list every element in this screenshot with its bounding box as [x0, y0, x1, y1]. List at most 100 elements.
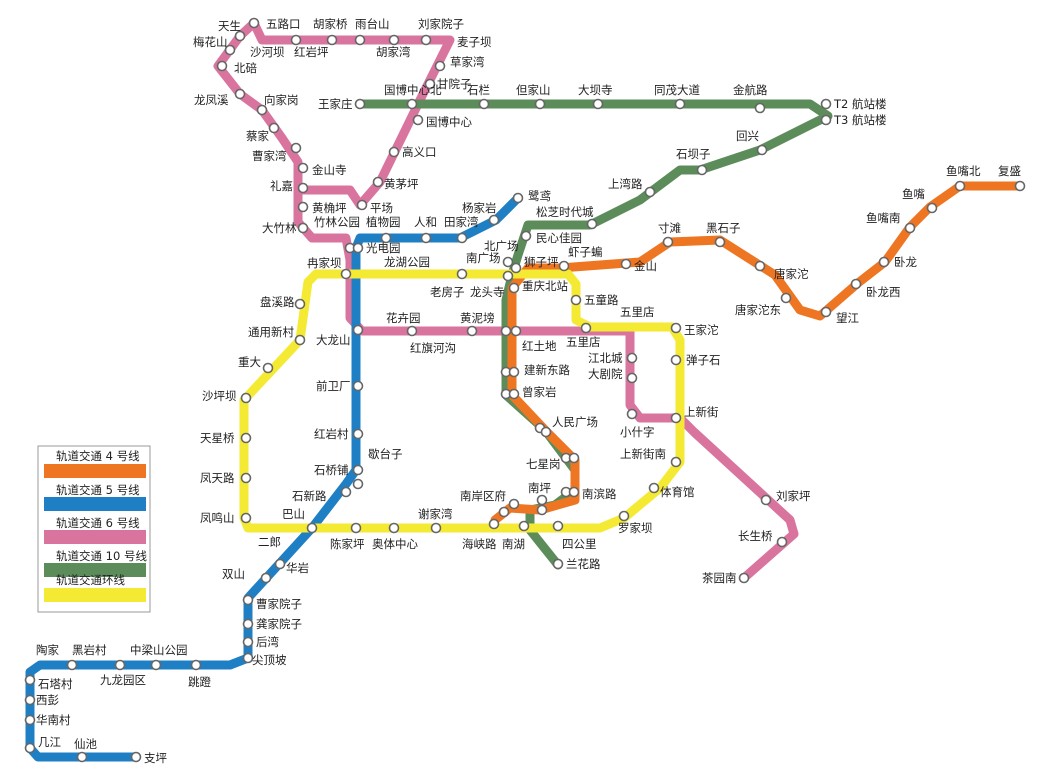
station-label: 石塔村	[38, 677, 73, 691]
station-label: 长生桥	[738, 529, 773, 543]
station-label: 陈家坪	[330, 537, 365, 551]
station-label: 江北城	[588, 351, 623, 365]
station-label: 上新街	[684, 405, 719, 419]
station-label: 仙池	[74, 737, 97, 751]
station-label: 鹭鸢	[528, 189, 551, 203]
station-label: 石栏	[467, 83, 490, 97]
line4-path	[490, 181, 1025, 525]
station-label: 重大	[238, 355, 261, 369]
station-label: 龙湖公园	[384, 255, 430, 269]
station-label: 民心佳园	[536, 231, 582, 245]
station-label: 体育馆	[660, 485, 695, 499]
station-label: 石新路	[292, 489, 327, 503]
station-label: 人和	[414, 215, 437, 229]
station-label: 罗家坝	[618, 521, 653, 535]
station-label: 九龙园区	[100, 673, 146, 687]
station-label: 沙河坝	[250, 45, 285, 59]
station-label: 北碚	[234, 61, 257, 75]
station-label: 冉家坝	[307, 256, 342, 270]
line6-path	[213, 18, 799, 583]
station-label: 凤鸣山	[200, 511, 235, 525]
loop-line-path	[239, 269, 685, 533]
station-label: 上湾路	[608, 177, 643, 191]
station-label: 黄茅坪	[384, 177, 419, 191]
station-label: 甘院子	[437, 77, 472, 91]
station-label: 黑岩村	[72, 643, 107, 657]
station-label: 竹林公园	[314, 215, 360, 229]
station-label: 重庆北站	[522, 279, 568, 293]
station-label: 松芝时代城	[536, 205, 594, 219]
station-label: 黑石子	[706, 221, 741, 235]
station-label: 歇台子	[368, 447, 403, 461]
station-label: 弹子石	[686, 353, 721, 367]
station-label: 五里店	[566, 335, 601, 349]
station-label: 金山寺	[312, 163, 347, 177]
station-label: 几江	[38, 735, 61, 749]
station-label: 小什字	[620, 425, 655, 439]
station-label: 杨家岩	[462, 201, 497, 215]
station-label: 双山	[222, 567, 245, 581]
station-label: 大竹林	[262, 221, 297, 235]
station-label: 南广场	[466, 251, 501, 265]
station-label: 红岩坪	[294, 45, 329, 59]
station-label: 兰花路	[566, 557, 601, 571]
legend-swatch-line4	[44, 464, 146, 478]
legend-swatch-loop	[44, 588, 146, 602]
station-markers	[24, 17, 1026, 763]
station-label: 大剧院	[588, 367, 623, 381]
station-label: 鱼嘴南	[866, 211, 901, 225]
station-label: 四公里	[562, 537, 597, 551]
station-label: 麦子坝	[457, 35, 492, 49]
station-label: 巴山	[282, 507, 305, 521]
legend-label-line10: 轨道交通 10 号线	[56, 549, 147, 563]
legend: 轨道交通 4 号线 轨道交通 5 号线 轨道交通 6 号线 轨道交通 10 号线…	[37, 445, 151, 613]
station-label: 胡家桥	[313, 17, 348, 31]
station-label: 平场	[370, 201, 393, 215]
station-label: 尖顶坡	[252, 653, 287, 667]
station-label: 后湾	[256, 635, 279, 649]
station-label: 跳蹬	[188, 675, 211, 689]
legend-swatch-line10	[44, 563, 146, 577]
station-label: 上新街南	[620, 447, 666, 461]
station-label: 复盛	[998, 164, 1021, 178]
station-label: T3 航站楼	[833, 113, 887, 127]
legend-swatch-line6	[44, 530, 146, 544]
station-label: 天生	[218, 19, 241, 33]
legend-label-line4: 轨道交通 4 号线	[56, 449, 140, 463]
station-label: 西彭	[36, 693, 59, 707]
legend-label-loop: 轨道交通环线	[56, 573, 125, 587]
station-label: 黄桷坪	[312, 201, 347, 215]
station-label: 刘家院子	[418, 17, 464, 31]
station-label: 光电园	[366, 241, 401, 255]
station-label: 沙坪坝	[202, 389, 237, 403]
station-label: 曹家院子	[256, 597, 302, 611]
station-label: 华岩	[286, 561, 309, 575]
station-label: 中梁山公园	[130, 643, 188, 657]
station-label: 五里店	[620, 305, 655, 319]
station-label: 七星岗	[526, 457, 561, 471]
station-label: 梅花山	[193, 35, 228, 49]
station-label: T2 航站楼	[833, 97, 887, 111]
station-label: 人民广场	[552, 415, 598, 429]
station-label: 唐家沱	[774, 267, 809, 281]
legend-swatch-line5	[44, 497, 146, 511]
station-label: 雨台山	[355, 17, 390, 31]
station-label: 但家山	[516, 83, 551, 97]
station-label: 谢家湾	[418, 507, 453, 521]
station-label: 望江	[836, 311, 859, 325]
station-label: 卧龙	[894, 255, 917, 269]
station-label: 虾子蝙	[568, 245, 603, 259]
station-label: 天星桥	[200, 431, 235, 445]
station-label: 金航路	[733, 83, 768, 97]
legend-label-line6: 轨道交通 6 号线	[56, 516, 140, 530]
station-label: 向家岗	[264, 93, 299, 107]
station-label: 礼嘉	[270, 179, 293, 193]
station-label: 南岸区府	[460, 489, 506, 503]
station-label: 五童路	[584, 293, 619, 307]
station-label: 五路口	[266, 17, 301, 31]
station-label: 唐家沱东	[735, 303, 781, 317]
station-label: 建新东路	[524, 363, 570, 377]
station-label: 田家湾	[444, 215, 479, 229]
station-label: 龙头寺	[470, 285, 505, 299]
station-label: 黄泥塝	[460, 311, 495, 325]
